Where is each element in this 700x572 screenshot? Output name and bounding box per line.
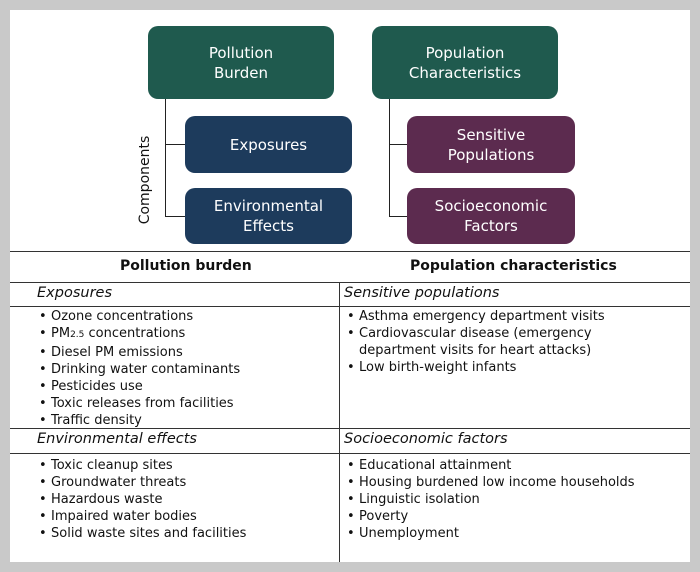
connector-left-vertical [165,99,166,216]
list-item-text: Diesel PM emissions [51,345,183,360]
list-item: Educational attainment [346,457,676,474]
section-border [10,428,690,429]
sensitive-populations-list: Asthma emergency department visitsCardio… [346,308,676,376]
list-item-text: PM [51,326,71,341]
connector-right-sensitive [389,144,407,145]
list-item: Pesticides use [38,378,338,395]
pollution-burden-box: Pollution Burden [148,26,334,99]
list-item: Toxic releases from facilities [38,395,338,412]
environmental-effects-box: Environmental Effects [185,188,352,244]
list-item-text: Drinking water contaminants [51,362,241,377]
table-top-border [10,251,690,252]
list-item-text: Traffic density [51,413,142,428]
column-divider [339,282,340,562]
list-item: Poverty [346,508,676,525]
population-characteristics-box: Population Characteristics [372,26,558,99]
components-label: Components [137,135,153,225]
socioeconomic-factors-list: Educational attainmentHousing burdened l… [346,457,676,542]
header-pollution-burden: Pollution burden [120,258,252,274]
connector-left-exposures [165,144,185,145]
list-item-subscript: 2.5 [70,330,85,340]
list-item: Linguistic isolation [346,491,676,508]
category-exposures: Exposures [37,285,112,301]
list-item: Solid waste sites and facilities [38,525,338,542]
list-item-text: Pesticides use [51,379,143,394]
sensitive-populations-box: Sensitive Populations [407,116,575,173]
list-item-text: Toxic releases from facilities [51,396,234,411]
category-sensitive-populations: Sensitive populations [344,285,500,301]
header-bottom-border [10,282,690,283]
list-item: Cardiovascular disease (emergency depart… [346,325,676,359]
list-item: Unemployment [346,525,676,542]
socioeconomic-factors-box: Socioeconomic Factors [407,188,575,244]
category-row-border-2 [10,453,690,454]
category-row-border-1 [10,306,690,307]
exposures-box: Exposures [185,116,352,173]
exposures-list: Ozone concentrationsPM2.5 concentrations… [38,308,338,429]
connector-left-environmental [165,216,185,217]
list-item: Drinking water contaminants [38,361,338,378]
list-item: Toxic cleanup sites [38,457,338,474]
connector-right-vertical [389,99,390,216]
figure-panel: Pollution Burden Population Characterist… [10,10,690,562]
list-item: Asthma emergency department visits [346,308,676,325]
list-item-text: Ozone concentrations [51,309,194,324]
list-item-text-suffix: concentrations [84,326,186,341]
list-item: Impaired water bodies [38,508,338,525]
list-item: Hazardous waste [38,491,338,508]
connector-right-socioeconomic [389,216,407,217]
list-item: Groundwater threats [38,474,338,491]
list-item: Housing burdened low income households [346,474,676,491]
list-item: Low birth-weight infants [346,359,676,376]
list-item: PM2.5 concentrations [38,325,338,344]
header-population-characteristics: Population characteristics [410,258,617,274]
list-item: Ozone concentrations [38,308,338,325]
environmental-effects-list: Toxic cleanup sitesGroundwater threatsHa… [38,457,338,542]
list-item: Traffic density [38,412,338,429]
category-socioeconomic-factors: Socioeconomic factors [344,431,508,447]
list-item: Diesel PM emissions [38,344,338,361]
category-environmental-effects: Environmental effects [37,431,197,447]
